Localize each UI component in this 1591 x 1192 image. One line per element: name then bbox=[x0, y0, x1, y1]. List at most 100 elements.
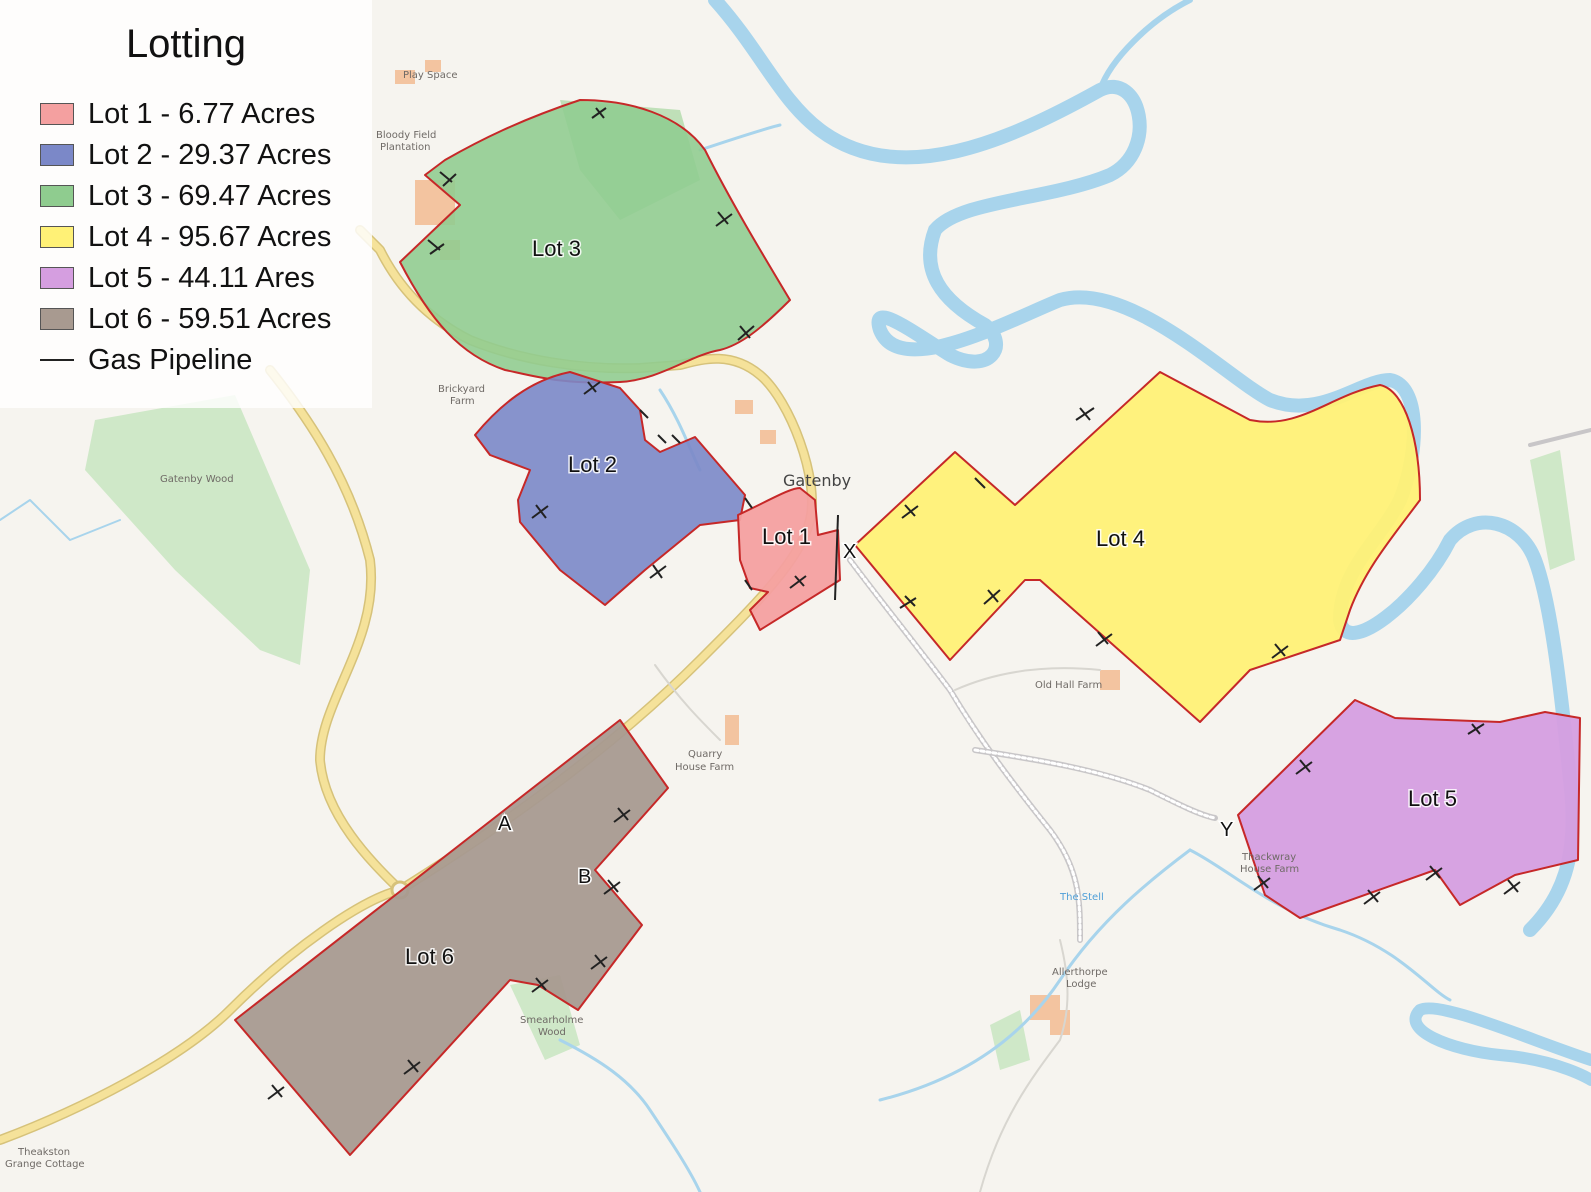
road-west bbox=[266, 366, 404, 894]
lot-labels: Lot 3 Lot 2 Lot 1 Lot 4 Lot 5 Lot 6 bbox=[404, 235, 1459, 971]
lot-5-label: Lot 5 bbox=[1408, 786, 1457, 811]
building bbox=[735, 400, 753, 414]
river-north bbox=[1097, 0, 1193, 93]
track-allerthorpe bbox=[979, 939, 1069, 1192]
legend-item-lot-3: Lot 3 - 69.47 Acres bbox=[40, 178, 331, 214]
track-east-far bbox=[1528, 428, 1591, 447]
pipeline-tick bbox=[974, 477, 986, 489]
river-swale bbox=[708, 0, 1580, 937]
pipeline-tick bbox=[737, 325, 755, 341]
place-label: House Farm bbox=[1240, 864, 1299, 875]
place-label: The Stell bbox=[1059, 892, 1104, 903]
place-label: Brickyard bbox=[438, 384, 485, 395]
lot-2-area[interactable] bbox=[474, 371, 746, 606]
place-label: Farm bbox=[450, 396, 475, 407]
building bbox=[425, 60, 441, 72]
gatenby-wood bbox=[85, 395, 310, 665]
pipeline-tick bbox=[983, 589, 1001, 605]
legend-item-label: Lot 2 - 29.37 Acres bbox=[88, 138, 332, 171]
pipeline-tick bbox=[613, 807, 631, 823]
pipeline-tick bbox=[1363, 889, 1381, 905]
pipeline-tick bbox=[1095, 631, 1113, 647]
pipeline-tick bbox=[657, 434, 681, 444]
place-label: Lodge bbox=[1066, 979, 1096, 990]
pipeline-tick bbox=[744, 579, 753, 591]
pipeline-tick bbox=[1253, 875, 1271, 891]
place-labels: Gatenby Gatenby Wood Brickyard Farm Old … bbox=[5, 70, 1299, 1170]
lot-4-swatch bbox=[40, 226, 74, 248]
place-label: Bloody Field bbox=[376, 130, 436, 141]
lot-2-swatch bbox=[40, 144, 74, 166]
place-label: House Farm bbox=[675, 762, 734, 773]
pipeline-tick bbox=[744, 497, 753, 509]
lot-polygons bbox=[234, 99, 1581, 1156]
lot-4-area[interactable] bbox=[854, 371, 1421, 723]
stream-1 bbox=[878, 848, 1192, 1102]
place-label: Old Hall Farm bbox=[1035, 680, 1102, 691]
lot-1-area[interactable] bbox=[737, 487, 841, 631]
lot-2-label: Lot 2 bbox=[568, 452, 617, 477]
point-labels: A B X Y bbox=[497, 540, 1235, 890]
gas-pipeline-markers bbox=[267, 107, 1521, 1100]
building bbox=[760, 430, 776, 444]
pipeline-tick bbox=[439, 171, 457, 187]
lot-5-swatch bbox=[40, 267, 74, 289]
point-x-label: X bbox=[843, 541, 856, 563]
lot-3-area[interactable] bbox=[399, 99, 791, 384]
place-label: Grange Cottage bbox=[5, 1159, 85, 1170]
pipeline-tick bbox=[403, 1059, 421, 1075]
legend-item-label: Lot 6 - 59.51 Acres bbox=[88, 302, 332, 335]
stream-4 bbox=[558, 1038, 702, 1192]
pipeline-tick bbox=[603, 879, 621, 895]
pipeline-tick bbox=[267, 1084, 285, 1100]
pipeline-tick bbox=[1425, 865, 1443, 881]
pipeline-tick bbox=[649, 564, 667, 579]
field-boundary bbox=[0, 499, 121, 541]
woodland-stell bbox=[990, 1010, 1030, 1070]
legend-title: Lotting bbox=[125, 22, 247, 66]
place-label: Play Space bbox=[403, 70, 458, 81]
legend-item-label: Lot 3 - 69.47 Acres bbox=[88, 179, 332, 212]
lot-5-area[interactable] bbox=[1237, 699, 1581, 919]
pipeline-tick bbox=[1503, 879, 1521, 895]
pipeline-tick bbox=[1467, 723, 1485, 735]
legend-item-lot-5: Lot 5 - 44.11 Ares bbox=[40, 260, 315, 296]
building bbox=[725, 715, 739, 745]
pipeline-line-swatch bbox=[40, 359, 74, 361]
pipeline-tick bbox=[531, 977, 549, 993]
legend-item-label: Lot 5 - 44.11 Ares bbox=[88, 261, 315, 294]
legend-item-label: Lot 1 - 6.77 Acres bbox=[88, 97, 316, 130]
place-label: Theakston bbox=[17, 1147, 70, 1158]
lot-1-swatch bbox=[40, 103, 74, 125]
point-b-label: B bbox=[578, 866, 591, 888]
legend-item-lot-6: Lot 6 - 59.51 Acres bbox=[40, 301, 331, 337]
lot-1-label: Lot 1 bbox=[762, 524, 811, 549]
building bbox=[1100, 670, 1120, 690]
pipeline-tick bbox=[427, 239, 445, 255]
pipeline-tick bbox=[591, 107, 607, 119]
legend-item-label: Lot 4 - 95.67 Acres bbox=[88, 220, 332, 253]
legend-item-gas-pipeline: Gas Pipeline bbox=[40, 342, 252, 378]
woodland-east bbox=[1530, 450, 1575, 570]
lot-3-swatch bbox=[40, 185, 74, 207]
pipeline-tick bbox=[715, 211, 733, 227]
place-label: Quarry bbox=[688, 749, 722, 760]
stream-2 bbox=[1188, 848, 1452, 1002]
pipeline-tick bbox=[531, 504, 549, 519]
point-y-label: Y bbox=[1220, 819, 1233, 841]
lot-6-area[interactable] bbox=[234, 719, 669, 1156]
place-label: Thackwray bbox=[1241, 852, 1296, 863]
legend-item-lot-4: Lot 4 - 95.67 Acres bbox=[40, 219, 331, 255]
pipeline-tick bbox=[1295, 759, 1313, 775]
pipeline-tick bbox=[789, 575, 807, 589]
pipeline-line bbox=[834, 514, 839, 601]
rivers bbox=[558, 0, 1591, 1192]
track-old-hall bbox=[954, 667, 1101, 691]
lot-6-label: Lot 6 bbox=[405, 944, 454, 969]
lot-3-label: Lot 3 bbox=[532, 236, 581, 261]
point-a-label: A bbox=[498, 813, 512, 835]
track-quarry bbox=[654, 664, 721, 741]
legend-item-lot-1: Lot 1 - 6.77 Acres bbox=[40, 96, 315, 132]
pipeline-tick bbox=[899, 595, 917, 609]
